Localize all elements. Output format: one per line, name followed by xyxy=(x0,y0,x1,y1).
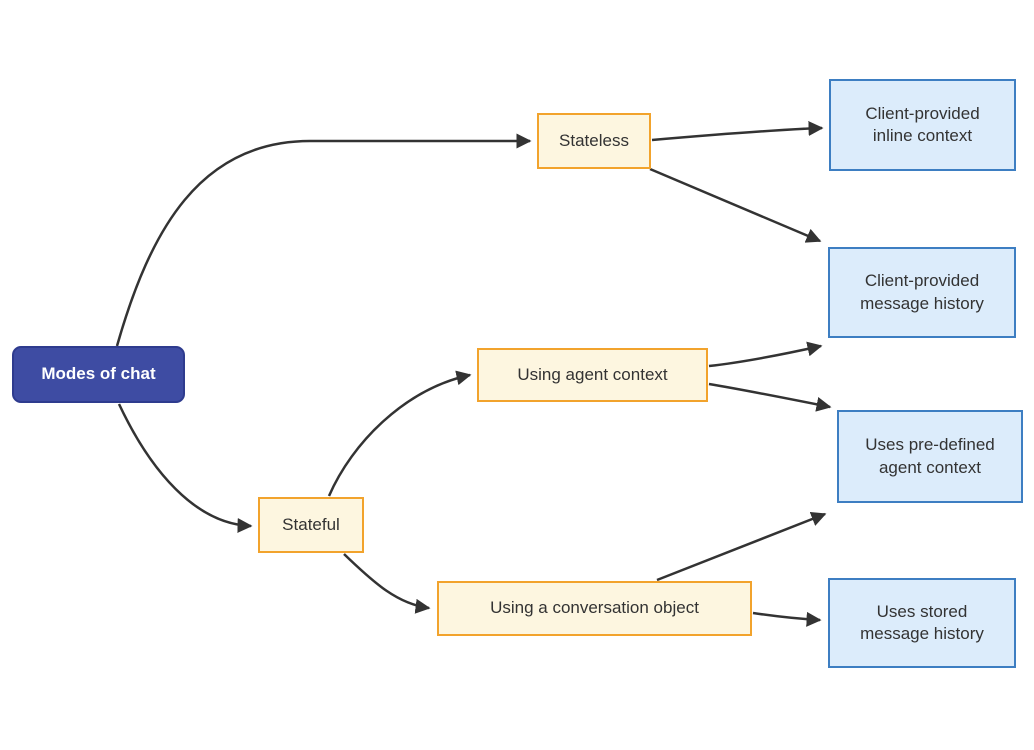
node-uses-pre-defined-agent-context: Uses pre-defined agent context xyxy=(837,410,1023,503)
node-modes-of-chat-label: Modes of chat xyxy=(41,364,156,384)
edge-stateless-inline-context xyxy=(651,121,824,142)
node-using-a-conversation-object-label: Using a conversation object xyxy=(490,598,699,618)
edge-agent-context-message-history xyxy=(708,341,823,368)
node-stateless-label: Stateless xyxy=(559,130,629,150)
node-client-provided-inline-context-label: Client-provided inline context xyxy=(865,103,980,145)
edge-root-stateful xyxy=(117,403,253,534)
node-uses-stored-message-history-label: Uses stored message history xyxy=(860,601,984,643)
edge-conversation-object-stored-history xyxy=(752,611,822,627)
edge-conversation-object-predefined xyxy=(656,511,827,582)
node-modes-of-chat: Modes of chat xyxy=(12,346,185,403)
edge-stateful-agent-context xyxy=(327,370,472,497)
node-client-provided-inline-context: Client-provided inline context xyxy=(829,79,1016,171)
node-client-provided-message-history: Client-provided message history xyxy=(828,247,1016,338)
node-uses-pre-defined-agent-context-label: Uses pre-defined agent context xyxy=(865,435,995,477)
node-stateful-label: Stateful xyxy=(282,514,340,534)
node-uses-stored-message-history: Uses stored message history xyxy=(828,578,1016,668)
node-client-provided-message-history-label: Client-provided message history xyxy=(860,271,984,313)
node-stateful: Stateful xyxy=(258,497,364,553)
node-stateless: Stateless xyxy=(537,113,651,169)
edge-agent-context-predefined xyxy=(708,382,832,412)
node-using-agent-context: Using agent context xyxy=(477,348,708,402)
node-using-a-conversation-object: Using a conversation object xyxy=(437,581,752,636)
edge-stateless-message-history xyxy=(649,167,822,243)
node-using-agent-context-label: Using agent context xyxy=(517,364,668,384)
edge-root-stateless xyxy=(115,133,532,347)
edge-stateful-conversation-object xyxy=(343,553,431,614)
